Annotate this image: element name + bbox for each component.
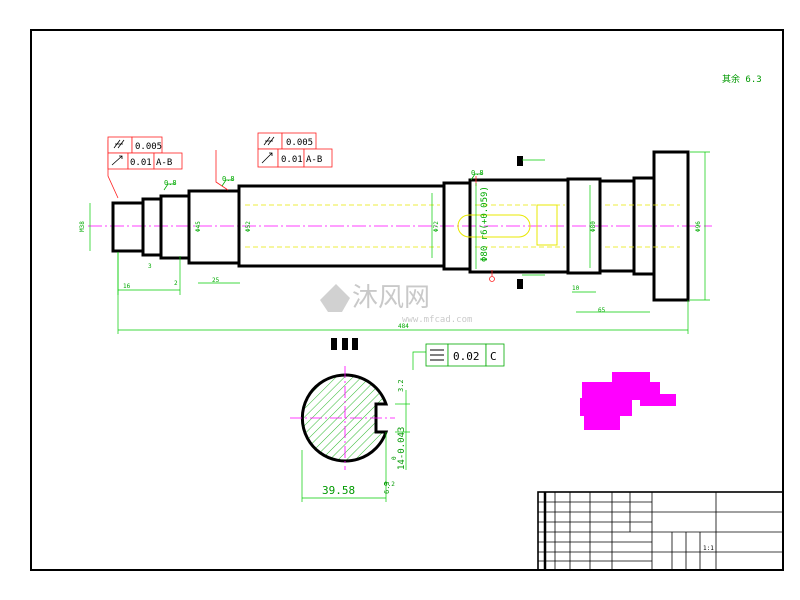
svg-text:Φ52: Φ52 bbox=[245, 221, 252, 232]
section-key-dim: 14-0.043 bbox=[397, 427, 407, 470]
shaft-seg-1 bbox=[111, 201, 145, 253]
svg-text:16: 16 bbox=[123, 283, 131, 290]
tol-left-datum: A-B bbox=[156, 158, 172, 168]
shaft-flange bbox=[652, 150, 690, 302]
svg-text:Φ72: Φ72 bbox=[433, 221, 440, 232]
roughness-e: 6.3 bbox=[383, 481, 391, 494]
dimension-marks: M38 16 3 2 25 Φ45 Φ52 484 10 65 Φ96 Φ72 … bbox=[79, 221, 702, 330]
svg-text:25: 25 bbox=[212, 277, 220, 284]
watermark-logo-icon bbox=[320, 284, 350, 312]
fit-dimension: Φ80 r6(+0.059) bbox=[480, 186, 490, 262]
svg-text:Φ45: Φ45 bbox=[195, 221, 202, 232]
watermark: 沐风网 www.mfcad.com bbox=[320, 283, 472, 325]
svg-text:M38: M38 bbox=[79, 221, 86, 232]
magenta-blob bbox=[580, 372, 676, 430]
tol-sym-value: 0.02 bbox=[453, 350, 480, 363]
title-block-text: 1:1 bbox=[703, 545, 714, 552]
cylindricity-icon bbox=[113, 139, 125, 149]
roughness-symbols bbox=[163, 173, 483, 191]
sheet-border bbox=[30, 29, 784, 571]
shaft-outline bbox=[111, 150, 690, 302]
section-dimension-lines bbox=[301, 351, 426, 502]
runout-icon-2 bbox=[261, 152, 273, 164]
dimension-lines bbox=[89, 151, 710, 334]
leader-dot bbox=[489, 276, 495, 282]
tol-sym-datum: C bbox=[490, 350, 497, 363]
shaft-seg-2 bbox=[141, 197, 163, 257]
cylindricity-icon-2 bbox=[263, 136, 275, 146]
datum-markers bbox=[331, 156, 523, 350]
tolerance-frame-left bbox=[107, 136, 183, 170]
roughness-d: 3.2 bbox=[397, 379, 405, 392]
hidden-lines bbox=[245, 204, 680, 248]
keyway-detail bbox=[536, 204, 558, 246]
roughness-b: 0.8 bbox=[222, 175, 235, 183]
roughness-a: 0.8 bbox=[164, 179, 177, 187]
tol-left-value-1: 0.005 bbox=[135, 142, 162, 152]
svg-text:3: 3 bbox=[148, 263, 152, 270]
roughness-note: 其余 6.3 bbox=[722, 73, 762, 85]
runout-icon bbox=[111, 155, 123, 166]
section-view bbox=[290, 366, 395, 470]
svg-text:Φ96: Φ96 bbox=[695, 221, 702, 232]
svg-text:10: 10 bbox=[572, 285, 580, 292]
svg-text:2: 2 bbox=[174, 280, 178, 287]
tol-mid-datum: A-B bbox=[306, 155, 322, 165]
tol-mid-value-2: 0.01 bbox=[281, 155, 303, 165]
shaft-seg-3 bbox=[159, 194, 191, 260]
section-key-lower: 0.2 bbox=[384, 481, 395, 488]
svg-text:65: 65 bbox=[598, 307, 606, 314]
section-shape bbox=[300, 373, 389, 463]
tol-left-value-2: 0.01 bbox=[130, 158, 152, 168]
watermark-text: 沐风网 bbox=[352, 283, 430, 313]
watermark-url: www.mfcad.com bbox=[402, 315, 472, 325]
title-scale: 1:1 bbox=[703, 545, 714, 552]
tol-mid-value-1: 0.005 bbox=[286, 138, 313, 148]
svg-text:484: 484 bbox=[398, 323, 409, 330]
keyway-slot bbox=[457, 214, 531, 238]
section-width-dim: 39.58 bbox=[322, 484, 355, 497]
svg-text:Φ80: Φ80 bbox=[590, 221, 597, 232]
roughness-c: 0.8 bbox=[471, 169, 484, 177]
symmetry-icon bbox=[430, 349, 444, 361]
title-block bbox=[537, 491, 784, 571]
section-key-upper: 0 bbox=[391, 456, 398, 460]
